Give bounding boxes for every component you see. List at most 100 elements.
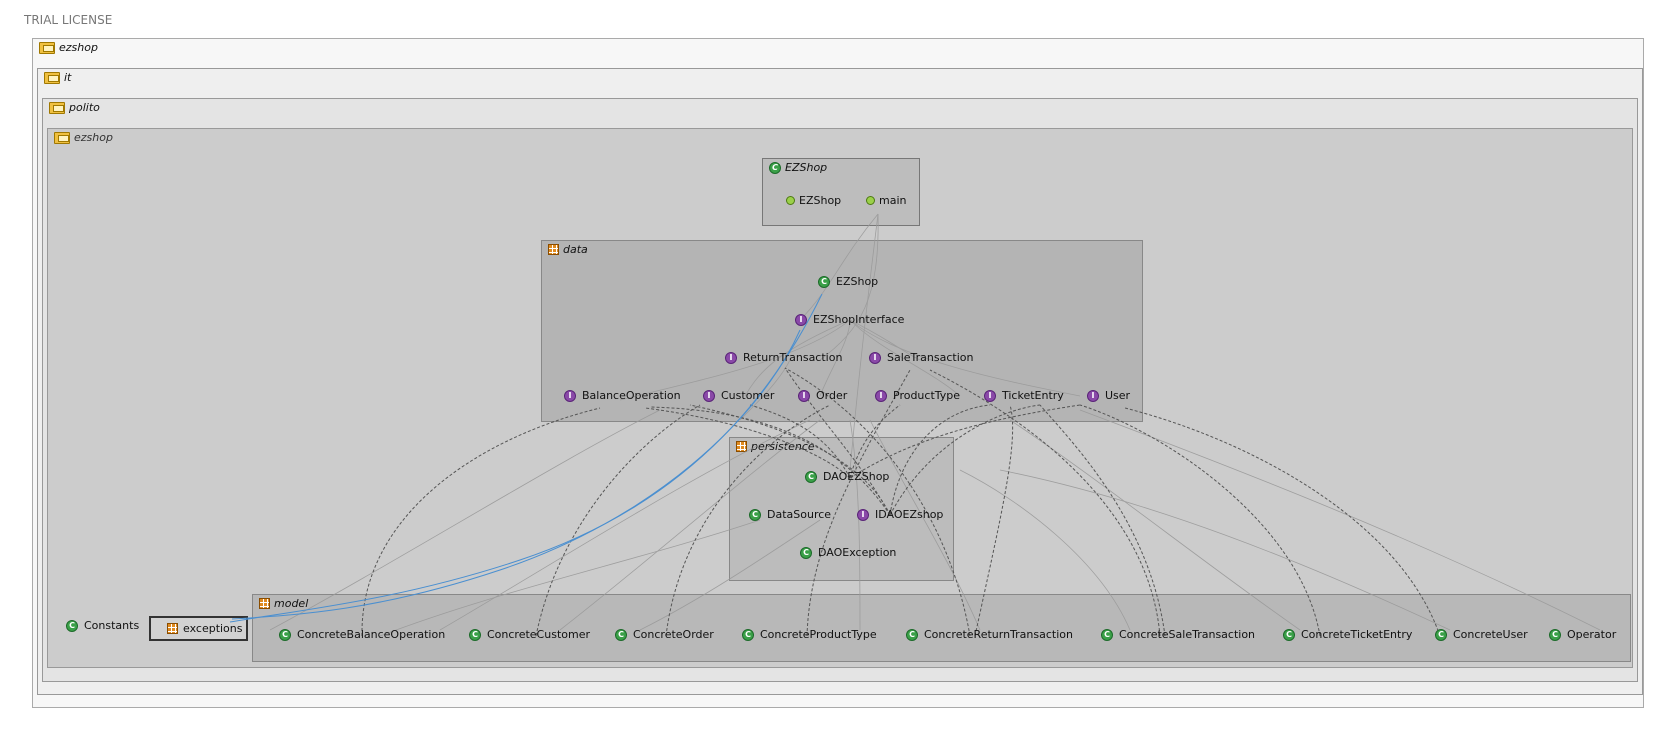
interface-node-balance-operation[interactable]: I BalanceOperation — [564, 389, 681, 402]
class-node-dao-exception[interactable]: C DAOException — [800, 546, 896, 559]
interface-node-label: ReturnTransaction — [743, 351, 843, 364]
constructor-icon — [786, 196, 795, 205]
package-it-title: it — [64, 71, 72, 84]
interface-icon: I — [564, 389, 576, 402]
interface-node-order[interactable]: I Order — [798, 389, 847, 402]
interface-node-idao-ezshop[interactable]: I IDAOEZshop — [857, 508, 943, 521]
class-icon: C — [1283, 628, 1295, 641]
interface-node-ticket-entry[interactable]: I TicketEntry — [984, 389, 1064, 402]
package-root-title: ezshop — [59, 41, 98, 54]
class-box-ezshop[interactable]: C EZShop — [762, 158, 920, 226]
package-grid-icon — [736, 441, 747, 452]
class-node-concrete-balance-operation[interactable]: C ConcreteBalanceOperation — [279, 628, 445, 641]
association-lines — [229, 293, 823, 623]
interface-node-label: SaleTransaction — [887, 351, 974, 364]
class-node-constants[interactable]: C Constants — [66, 619, 139, 632]
interface-node-product-type[interactable]: I ProductType — [875, 389, 960, 402]
class-icon: C — [1101, 628, 1113, 641]
interface-node-sale-transaction[interactable]: I SaleTransaction — [869, 351, 973, 364]
interface-node-label: IDAOEZshop — [875, 508, 944, 521]
class-node-label: Operator — [1567, 628, 1617, 641]
class-node-label: Constants — [84, 619, 140, 632]
package-inner-title: ezshop — [74, 131, 113, 144]
class-icon: C — [615, 628, 627, 641]
class-box-title: EZShop — [785, 161, 828, 174]
class-node-label: ConcreteReturnTransaction — [924, 628, 1073, 641]
package-folder-icon — [54, 131, 70, 144]
interface-node-label: Order — [816, 389, 848, 402]
class-node-ezshop[interactable]: C EZShop — [818, 275, 878, 288]
class-node-concrete-customer[interactable]: C ConcreteCustomer — [469, 628, 590, 641]
interface-icon: I — [857, 508, 869, 521]
package-grid-icon — [259, 598, 270, 609]
class-node-label: ConcreteBalanceOperation — [297, 628, 446, 641]
class-node-concrete-sale-transaction[interactable]: C ConcreteSaleTransaction — [1101, 628, 1255, 641]
interface-icon: I — [798, 389, 810, 402]
package-folder-icon — [49, 101, 65, 114]
ezshop-constructor-member[interactable]: EZShop — [786, 194, 841, 207]
class-node-concrete-ticket-entry[interactable]: C ConcreteTicketEntry — [1283, 628, 1412, 641]
package-persistence-title: persistence — [751, 440, 815, 453]
package-data-title: data — [563, 243, 588, 256]
class-node-label: DataSource — [767, 508, 832, 521]
interface-node-label: TicketEntry — [1002, 389, 1064, 402]
interface-node-return-transaction[interactable]: I ReturnTransaction — [725, 351, 842, 364]
interface-node-label: Customer — [721, 389, 775, 402]
interface-node-customer[interactable]: I Customer — [703, 389, 774, 402]
method-icon — [866, 196, 875, 205]
class-icon: C — [749, 508, 761, 521]
package-exceptions[interactable]: exceptions — [149, 616, 248, 641]
interface-node-label: ProductType — [893, 389, 961, 402]
dependency-lines-light — [269, 213, 1601, 637]
class-node-label: ConcreteCustomer — [487, 628, 590, 641]
interface-icon: I — [984, 389, 996, 402]
ezshop-main-member[interactable]: main — [866, 194, 906, 207]
class-icon: C — [906, 628, 918, 641]
ezshop-constructor-label: EZShop — [799, 194, 842, 207]
package-folder-icon — [39, 41, 55, 54]
package-polito-title: polito — [69, 101, 100, 114]
package-folder-icon — [44, 71, 60, 84]
class-node-operator[interactable]: C Operator — [1549, 628, 1616, 641]
class-icon: C — [1435, 628, 1447, 641]
interface-node-ezshop-interface[interactable]: I EZShopInterface — [795, 313, 904, 326]
package-grid-icon — [167, 623, 178, 634]
class-icon: C — [805, 470, 817, 483]
class-node-label: DAOException — [818, 546, 897, 559]
package-model-title: model — [274, 597, 309, 610]
class-node-label: ConcreteProductType — [760, 628, 877, 641]
class-icon: C — [469, 628, 481, 641]
class-node-label: ConcreteOrder — [633, 628, 714, 641]
trial-license-label: TRIAL LICENSE — [24, 13, 113, 27]
class-icon: C — [742, 628, 754, 641]
class-node-concrete-user[interactable]: C ConcreteUser — [1435, 628, 1528, 641]
class-node-data-source[interactable]: C DataSource — [749, 508, 831, 521]
class-node-concrete-return-transaction[interactable]: C ConcreteReturnTransaction — [906, 628, 1073, 641]
interface-icon: I — [725, 351, 737, 364]
package-grid-icon — [548, 244, 559, 255]
class-node-concrete-order[interactable]: C ConcreteOrder — [615, 628, 714, 641]
interface-node-label: EZShopInterface — [813, 313, 905, 326]
package-exceptions-title: exceptions — [183, 622, 243, 635]
dependency-lines-dashed — [361, 367, 1441, 637]
package-data[interactable]: data — [541, 240, 1143, 422]
interface-node-user[interactable]: I User — [1087, 389, 1130, 402]
class-node-concrete-product-type[interactable]: C ConcreteProductType — [742, 628, 877, 641]
class-icon: C — [279, 628, 291, 641]
class-node-label: ConcreteSaleTransaction — [1119, 628, 1256, 641]
class-node-label: ConcreteUser — [1453, 628, 1528, 641]
package-persistence[interactable]: persistence — [729, 437, 954, 581]
class-node-dao-ezshop[interactable]: C DAOEZShop — [805, 470, 889, 483]
ezshop-main-label: main — [879, 194, 907, 207]
class-node-label: EZShop — [836, 275, 879, 288]
class-icon: C — [1549, 628, 1561, 641]
interface-icon: I — [795, 313, 807, 326]
class-icon: C — [769, 161, 781, 174]
interface-icon: I — [703, 389, 715, 402]
class-icon: C — [800, 546, 812, 559]
interface-icon: I — [875, 389, 887, 402]
class-node-label: ConcreteTicketEntry — [1301, 628, 1413, 641]
class-icon: C — [66, 619, 78, 632]
interface-node-label: BalanceOperation — [582, 389, 681, 402]
